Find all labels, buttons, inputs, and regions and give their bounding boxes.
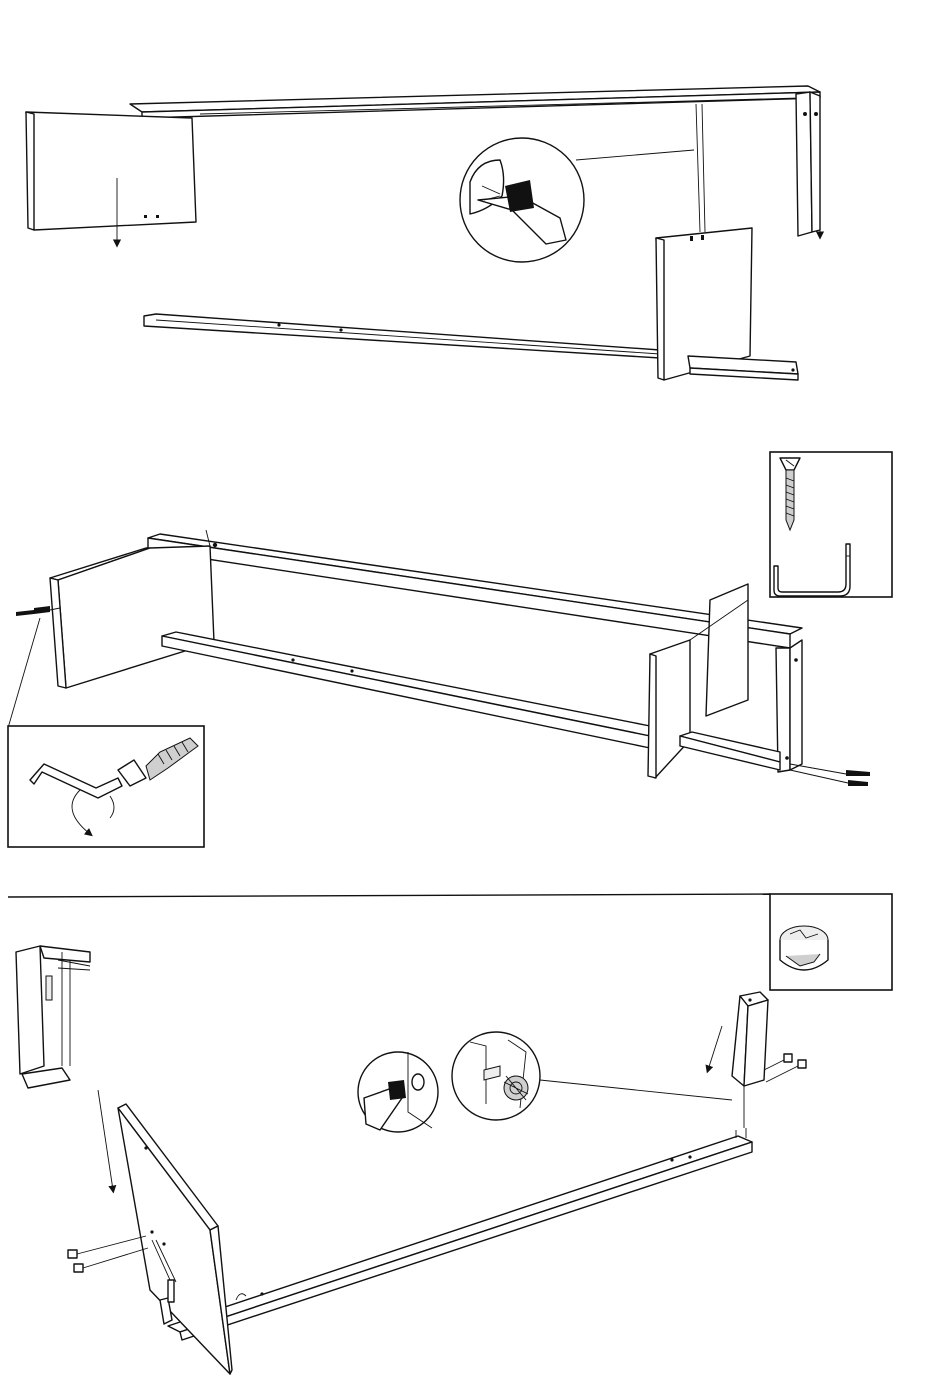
down-arrow-left-panel bbox=[98, 1090, 113, 1190]
short-cross-rail bbox=[688, 356, 798, 380]
cam-lock-callout-box bbox=[770, 894, 892, 990]
long-base-board bbox=[168, 1128, 752, 1340]
down-arrow-end-block bbox=[708, 1026, 722, 1070]
cam-lock-nut-icon bbox=[764, 1054, 806, 1082]
step-frame-screws bbox=[8, 452, 892, 847]
right-end-panel bbox=[796, 92, 820, 236]
cam-lock-insert-detail-icon bbox=[452, 1032, 732, 1120]
divider-leader-line bbox=[696, 104, 700, 232]
left-side-panel bbox=[26, 112, 196, 230]
screwdriver-icon bbox=[358, 1052, 438, 1132]
reference-thumbnail-icon bbox=[16, 946, 90, 1088]
top-board bbox=[130, 86, 820, 118]
step-top-assembly bbox=[26, 86, 820, 380]
bottom-rail bbox=[144, 314, 660, 358]
left-end-panel bbox=[50, 530, 214, 688]
section-divider bbox=[8, 894, 770, 897]
hardware-callout-box bbox=[770, 452, 892, 597]
short-bottom-rail bbox=[680, 732, 780, 770]
back-bottom-rail bbox=[162, 632, 650, 748]
cam-lock-nut-icon bbox=[780, 926, 828, 970]
cam-lock-nut-icon bbox=[68, 1236, 148, 1272]
step-base-cam-locks bbox=[16, 894, 892, 1374]
small-end-block bbox=[732, 992, 768, 1086]
